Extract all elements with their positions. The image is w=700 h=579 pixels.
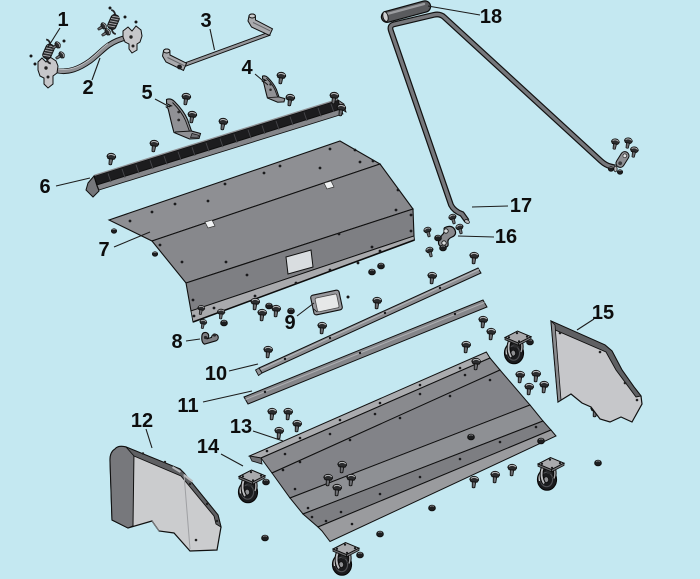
- svg-text:14: 14: [197, 436, 220, 458]
- svg-text:4: 4: [241, 57, 253, 79]
- svg-text:5: 5: [141, 82, 152, 104]
- svg-text:17: 17: [510, 195, 532, 217]
- svg-text:15: 15: [592, 302, 614, 324]
- svg-text:16: 16: [495, 226, 517, 248]
- svg-text:2: 2: [82, 77, 93, 99]
- svg-text:11: 11: [177, 395, 198, 417]
- svg-text:10: 10: [205, 363, 227, 385]
- svg-text:8: 8: [171, 331, 182, 353]
- svg-text:13: 13: [230, 416, 252, 438]
- svg-text:6: 6: [39, 176, 50, 198]
- svg-text:9: 9: [284, 312, 295, 334]
- svg-text:7: 7: [98, 239, 109, 261]
- svg-text:12: 12: [131, 410, 153, 432]
- svg-text:1: 1: [57, 9, 68, 31]
- svg-text:3: 3: [200, 10, 211, 32]
- svg-text:18: 18: [480, 6, 502, 28]
